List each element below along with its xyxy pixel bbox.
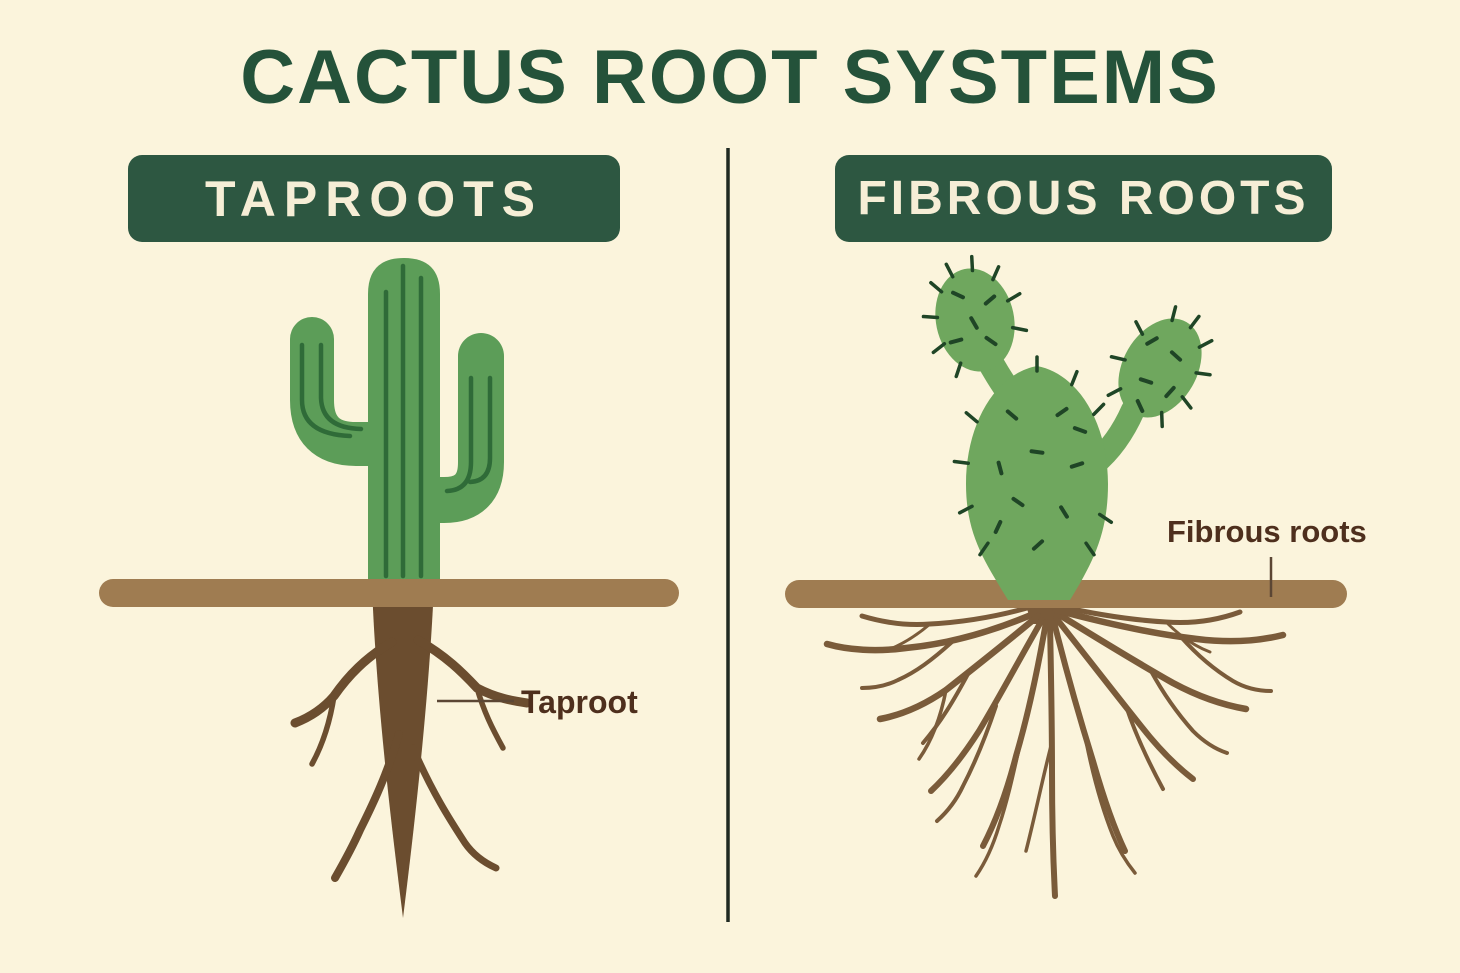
taproot-root-system <box>290 585 532 918</box>
saguaro-right-arm <box>401 333 504 523</box>
cactus-spine <box>1145 336 1159 346</box>
cactus-spine <box>983 294 997 306</box>
cactus-spine <box>991 265 1001 282</box>
cactus-spine <box>1059 505 1069 519</box>
cactus-spine <box>1097 512 1114 525</box>
root-strand <box>1047 620 1058 899</box>
cactus-spine <box>964 411 979 424</box>
cactus-spine <box>1164 385 1176 399</box>
cactus-spine <box>1011 496 1025 508</box>
cactus-spine <box>1106 387 1123 398</box>
saguaro-rib-line <box>467 375 493 485</box>
fibrous-roots-badge-label: FIBROUS ROOTS <box>857 171 1310 225</box>
cactus-spine <box>957 504 974 515</box>
fibrous-roots-badge: FIBROUS ROOTS <box>835 155 1332 242</box>
cactus-spines <box>921 254 1214 557</box>
root-strand <box>413 635 532 708</box>
cactus-spine <box>948 337 964 345</box>
root-strand <box>823 608 1042 654</box>
cactus-spine <box>944 262 955 279</box>
root-strand <box>1084 739 1137 875</box>
cactus-spine <box>996 460 1004 476</box>
cactus-spine <box>1170 305 1178 323</box>
root-strand <box>309 693 337 767</box>
cactus-spine <box>1010 325 1029 333</box>
cactus-spine <box>952 459 971 466</box>
root-strand <box>1052 606 1287 645</box>
fibrous-roots-label: Fibrous roots <box>1167 514 1367 549</box>
root-strand <box>290 637 397 728</box>
page-title: CACTUS ROOT SYSTEMS <box>240 35 1220 120</box>
cactus-spine <box>954 361 963 379</box>
root-strand <box>409 744 500 872</box>
cactus-spine <box>1169 350 1183 362</box>
fibrous-root-system <box>823 600 1287 899</box>
cactus-spine <box>1072 426 1088 434</box>
cactus-spine <box>1005 409 1019 421</box>
root-strand <box>935 704 998 823</box>
cactus-spine <box>1031 539 1045 551</box>
cactus-spine <box>969 316 979 330</box>
taproots-badge-label: TAPROOTS <box>204 170 544 227</box>
cactus-spine <box>993 520 1003 534</box>
cactus-spine <box>984 335 998 347</box>
cactus-spine <box>1069 461 1085 469</box>
saguaro-rib-line <box>299 342 353 439</box>
cactus-spine <box>1135 399 1145 413</box>
root-strand <box>917 688 948 761</box>
saguaro-rib-line <box>444 375 474 494</box>
taproots-badge: TAPROOTS <box>128 155 620 242</box>
pad-main <box>966 366 1108 600</box>
pad-upper-left <box>935 268 1015 372</box>
soil-line-left <box>99 579 679 607</box>
taproot-label: Taproot <box>521 684 638 720</box>
cactus-spine <box>931 342 947 355</box>
cactus-spine <box>1055 406 1069 418</box>
cactus-spine <box>1070 369 1079 387</box>
cactus-spine <box>1188 314 1201 330</box>
cactus-spine <box>1005 292 1022 303</box>
root-strand <box>1024 744 1053 853</box>
cactus-spine <box>978 541 990 557</box>
saguaro-rib-line <box>318 342 364 432</box>
cactus-spine <box>1084 541 1096 557</box>
root-strand <box>1124 704 1165 791</box>
root-strand <box>928 617 1045 794</box>
root-strand <box>1179 635 1273 693</box>
cactus-spine <box>1109 354 1127 362</box>
cactus-spine <box>969 254 975 273</box>
cactus-spine <box>1029 449 1045 455</box>
cactus-spine <box>921 314 940 320</box>
root-strand <box>860 640 954 690</box>
cactus-spine <box>1194 371 1212 377</box>
cactus-spine <box>1180 395 1193 410</box>
cactus-spine <box>929 281 944 294</box>
cactus-spine <box>1092 402 1106 417</box>
root-strand <box>1051 619 1128 854</box>
root-strand <box>331 730 403 882</box>
pad-upper-right <box>1118 318 1202 418</box>
root-strand <box>1054 610 1250 713</box>
cactus-spine <box>1197 338 1214 349</box>
root-strand <box>1053 615 1196 782</box>
prickly-pear-cactus-icon <box>921 254 1214 600</box>
saguaro-cactus-icon <box>290 258 504 600</box>
root-strand <box>474 685 506 751</box>
cactus-spine <box>1134 320 1145 336</box>
cactus-spine <box>1138 377 1154 385</box>
cactus-spine <box>1159 410 1164 429</box>
root-strand <box>974 729 1025 878</box>
main-taproot <box>372 585 434 918</box>
root-strand <box>921 672 970 745</box>
root-strand <box>1149 669 1229 755</box>
cactus-spine <box>951 290 965 300</box>
